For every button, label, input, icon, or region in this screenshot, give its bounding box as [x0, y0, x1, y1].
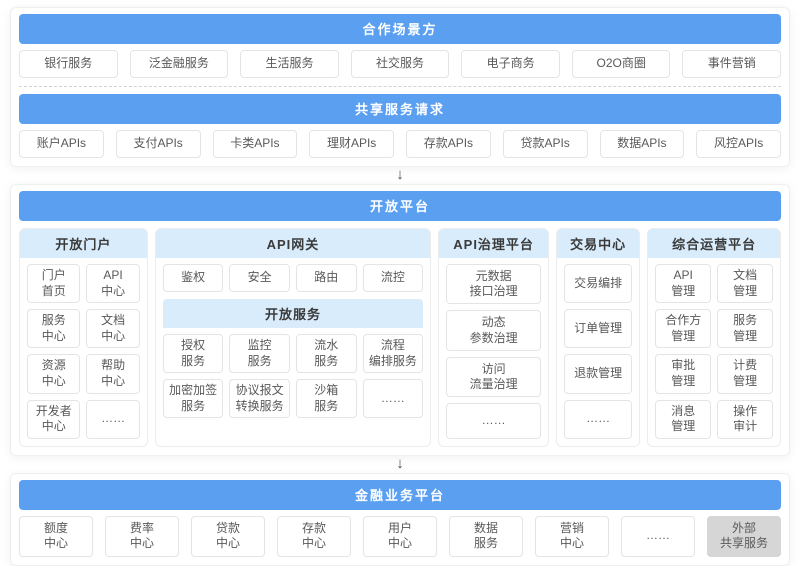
finance-box: 存款 中心 — [277, 515, 351, 557]
operations-item-box: API 管理 — [655, 264, 712, 304]
gateway-body: 鉴权 安全 路由 流控 开放服务 授权 服务 监控 服务 流水 服务 流程 编排… — [156, 258, 430, 446]
open-service-box: 流水 服务 — [295, 334, 357, 374]
operations-item-box: 消息 管理 — [655, 399, 712, 439]
api-request-box: 贷款APIs — [502, 130, 588, 158]
portal-item-box: 开发者 中心 — [27, 399, 81, 439]
open-service-box: 沙箱 服务 — [295, 379, 357, 419]
portal-items: 门户 首页 API 中心 服务 中心 文档 中心 资源 中心 帮助 中心 开发者… — [20, 258, 147, 446]
trade-item-box: 交易编排 — [564, 264, 633, 304]
open-services-header: 开放服务 — [162, 299, 424, 328]
open-service-box: 流程 编排服务 — [362, 334, 424, 374]
governance-items: 元数据 接口治理 动态 参数治理 访问 流量治理 …… — [439, 258, 548, 446]
portal-item-box: 文档 中心 — [86, 309, 140, 349]
open-service-box: 授权 服务 — [162, 334, 224, 374]
api-request-box: 数据APIs — [599, 130, 685, 158]
down-arrow-icon: ↓ — [396, 166, 404, 183]
open-service-box: 加密加签 服务 — [162, 379, 224, 419]
partner-scenarios-panel: 合作场景方 银行服务 泛金融服务 生活服务 社交服务 电子商务 O2O商圈 事件… — [10, 7, 790, 167]
down-arrow-icon: ↓ — [396, 454, 404, 472]
open-platform-columns: 开放门户 门户 首页 API 中心 服务 中心 文档 中心 资源 中心 帮助 中… — [19, 228, 781, 447]
api-requests-row: 账户APIs 支付APIs 卡类APIs 理财APIs 存款APIs 贷款API… — [19, 130, 781, 158]
partner-services-row: 银行服务 泛金融服务 生活服务 社交服务 电子商务 O2O商圈 事件营销 — [19, 50, 782, 78]
portal-item-box: API 中心 — [86, 264, 140, 304]
api-request-box: 支付APIs — [115, 130, 201, 158]
partner-service-box: O2O商圈 — [571, 50, 671, 78]
api-request-box: 理财APIs — [309, 130, 394, 158]
operations-header: 综合运营平台 — [648, 229, 780, 258]
gateway-item-box: 流控 — [362, 264, 424, 292]
operations-column: 综合运营平台 API 管理 文档 管理 合作方 管理 服务 管理 审批 管理 计… — [647, 228, 781, 447]
operations-item-box: 服务 管理 — [717, 309, 773, 349]
portal-item-box: 资源 中心 — [27, 354, 81, 394]
trade-header: 交易中心 — [557, 229, 640, 258]
portal-column: 开放门户 门户 首页 API 中心 服务 中心 文档 中心 资源 中心 帮助 中… — [19, 228, 148, 447]
finance-box: 贷款 中心 — [191, 515, 265, 557]
gateway-item-box: 安全 — [229, 264, 290, 292]
partner-service-box: 社交服务 — [350, 50, 450, 78]
dashed-divider — [19, 86, 781, 87]
governance-item-box: 访问 流量治理 — [446, 356, 542, 398]
partner-service-box: 事件营销 — [682, 50, 782, 78]
finance-box: 营销 中心 — [535, 515, 609, 557]
operations-item-box: 操作 审计 — [717, 399, 773, 439]
governance-item-box: 动态 参数治理 — [446, 310, 542, 351]
trade-column: 交易中心 交易编排 订单管理 退款管理 …… — [556, 228, 641, 447]
open-services-items: 授权 服务 监控 服务 流水 服务 流程 编排服务 加密加签 服务 协议报文 转… — [162, 334, 424, 419]
open-service-box: 监控 服务 — [229, 334, 290, 374]
finance-box: 额度 中心 — [19, 515, 93, 557]
governance-column: API治理平台 元数据 接口治理 动态 参数治理 访问 流量治理 …… — [438, 228, 550, 447]
page: 合作场景方 银行服务 泛金融服务 生活服务 社交服务 电子商务 O2O商圈 事件… — [10, 7, 790, 566]
trade-items: 交易编排 订单管理 退款管理 …… — [557, 258, 639, 446]
operations-item-box: 审批 管理 — [655, 354, 712, 394]
gateway-items: 鉴权 安全 路由 流控 — [162, 264, 424, 292]
finance-platform-header: 金融业务平台 — [19, 479, 781, 510]
api-request-box: 风控APIs — [696, 130, 781, 158]
portal-item-box: 服务 中心 — [27, 309, 81, 349]
finance-box: 用户 中心 — [363, 515, 437, 557]
trade-item-box: 订单管理 — [564, 309, 633, 349]
open-service-box: …… — [362, 379, 424, 419]
operations-item-box: 文档 管理 — [717, 264, 773, 304]
governance-item-box: …… — [446, 403, 542, 439]
portal-header: 开放门户 — [20, 229, 147, 258]
external-shared-services-box: 外部 共享服务 — [707, 515, 781, 557]
portal-item-box: …… — [86, 399, 140, 439]
trade-item-box: 退款管理 — [564, 354, 633, 394]
gateway-item-box: 鉴权 — [162, 264, 224, 292]
operations-item-box: 计费 管理 — [717, 354, 773, 394]
partner-service-box: 泛金融服务 — [129, 50, 229, 78]
gateway-item-box: 路由 — [295, 264, 357, 292]
gateway-header: API网关 — [155, 229, 431, 258]
operations-item-box: 合作方 管理 — [655, 309, 712, 349]
portal-item-box: 门户 首页 — [27, 264, 81, 304]
open-service-box: 协议报文 转换服务 — [229, 379, 290, 419]
gateway-column: API网关 鉴权 安全 路由 流控 开放服务 授权 服务 监控 服务 流水 服务… — [154, 228, 432, 447]
governance-header: API治理平台 — [439, 229, 549, 258]
api-request-box: 账户APIs — [19, 130, 104, 158]
finance-box: 数据 服务 — [449, 515, 523, 557]
api-request-box: 卡类APIs — [212, 130, 298, 158]
finance-platform-panel: 金融业务平台 额度 中心 费率 中心 贷款 中心 存款 中心 用户 中心 数据 … — [10, 472, 790, 566]
partner-service-box: 银行服务 — [19, 50, 118, 78]
api-request-box: 存款APIs — [406, 130, 491, 158]
portal-item-box: 帮助 中心 — [86, 354, 140, 394]
finance-box: 费率 中心 — [105, 515, 179, 557]
open-platform-panel: 开放平台 开放门户 门户 首页 API 中心 服务 中心 文档 中心 资源 中心… — [10, 184, 790, 456]
shared-requests-header: 共享服务请求 — [19, 94, 781, 124]
finance-services-row: 额度 中心 费率 中心 贷款 中心 存款 中心 用户 中心 数据 服务 营销 中… — [19, 515, 781, 557]
finance-box: …… — [621, 515, 695, 557]
governance-item-box: 元数据 接口治理 — [446, 264, 542, 305]
partner-scenarios-header: 合作场景方 — [19, 14, 781, 44]
partner-service-box: 电子商务 — [461, 50, 560, 78]
operations-items: API 管理 文档 管理 合作方 管理 服务 管理 审批 管理 计费 管理 消息… — [648, 258, 780, 446]
open-platform-header: 开放平台 — [19, 191, 781, 221]
partner-service-box: 生活服务 — [240, 50, 339, 78]
trade-item-box: …… — [564, 399, 633, 439]
